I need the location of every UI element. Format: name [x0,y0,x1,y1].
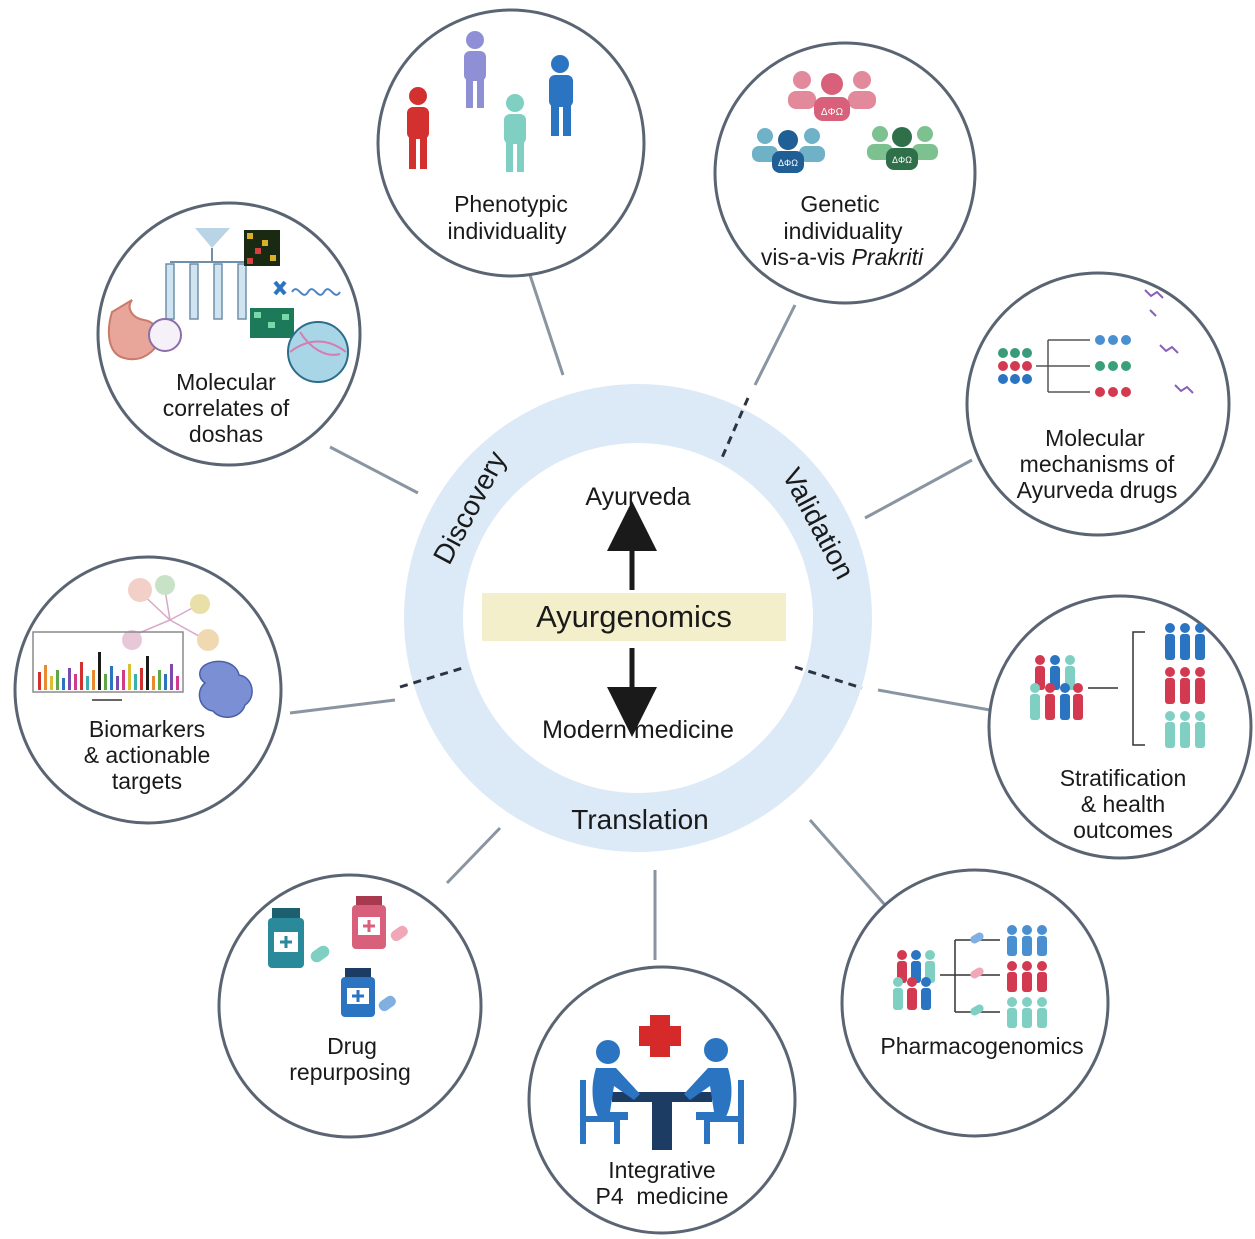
connector-phenotypic [528,274,565,376]
center-title-highlight [482,593,786,641]
connector-genetic [753,304,797,386]
label-stratification-1: Stratification [1060,765,1187,791]
stratified-groups-icon [1030,623,1205,748]
connector-lines [289,274,991,960]
label-genetic-3: vis-a-vis Prakriti [761,244,924,270]
label-phenotypic-1: Phenotypic [454,191,568,217]
label-integrative-1: Integrative [608,1157,715,1183]
connector-pharmacogenomics [808,819,887,906]
connector-drug-repurposing [445,826,502,885]
label-biomarkers-1: Biomarkers [89,716,205,742]
satellite-genetic-individuality: ΔΦΩ ΔΦΩ ΔΦΩ Genetic individuality [713,41,977,305]
label-drug-repurposing-2: repurposing [289,1059,410,1085]
manhattan-plot-icon [32,575,253,718]
label-integrative-2: P4 medicine [596,1183,729,1209]
consultation-icon [580,1015,744,1150]
label-molecular-correlates-1: Molecular [176,369,276,395]
center-content: Ayurveda Ayurgenomics Modern medicine [482,483,786,744]
connector-molecular-correlates [329,445,419,495]
genome-badge-pink: ΔΦΩ [821,107,844,118]
genome-badge-green: ΔΦΩ [892,155,912,165]
satellite-pharmacogenomics: Pharmacogenomics [840,868,1110,1138]
connector-stratification [877,688,991,712]
satellite-drug-repurposing: Drug repurposing [217,873,483,1139]
drug-response-groups-icon [893,925,1047,1028]
connector-molecular-mechanisms [864,458,973,520]
label-drug-repurposing-1: Drug [327,1033,377,1059]
cell-response-icon [998,289,1194,397]
label-stratification-3: outcomes [1073,817,1173,843]
satellite-stratification: Stratification & health outcomes [987,594,1253,860]
satellite-molecular-mechanisms: Molecular mechanisms of Ayurveda drugs [965,271,1231,537]
label-genetic-3-plain: vis-a-vis [761,244,852,270]
label-molecular-correlates-3: doshas [189,421,263,447]
label-biomarkers-3: targets [112,768,182,794]
label-genetic-3-italic: Prakriti [852,244,924,270]
label-genetic-1: Genetic [800,191,879,217]
label-pharmacogenomics: Pharmacogenomics [880,1033,1083,1059]
label-molecular-mechanisms-1: Molecular [1045,425,1145,451]
people-icon [407,31,573,172]
connector-biomarkers [289,698,396,715]
label-biomarkers-2: & actionable [84,742,211,768]
center-label-ayurveda: Ayurveda [585,483,690,511]
ring-divider-left [399,665,467,689]
label-stratification-2: & health [1081,791,1165,817]
omics-collage-icon [107,228,349,383]
center-title: Ayurgenomics [536,599,732,634]
label-molecular-mechanisms-3: Ayurveda drugs [1017,477,1178,503]
label-genetic-2: individuality [784,218,903,244]
satellite-phenotypic-individuality: Phenotypic individuality [376,8,646,278]
satellite-molecular-correlates: Molecular correlates of doshas [96,201,362,467]
ring-divider-top-right [719,397,750,461]
center-label-modern-medicine: Modern medicine [542,716,734,744]
label-molecular-correlates-2: correlates of [163,395,290,421]
satellite-integrative-p4: Integrative P4 medicine [527,965,797,1235]
manhattan-bars [38,652,179,690]
medicine-bottles-icon [268,896,408,1017]
genome-badge-blue: ΔΦΩ [778,158,798,168]
label-molecular-mechanisms-2: mechanisms of [1020,451,1175,477]
label-phenotypic-2: individuality [448,218,567,244]
satellite-biomarkers: Biomarkers & actionable targets [13,555,283,825]
population-groups-icon: ΔΦΩ ΔΦΩ ΔΦΩ [752,71,938,173]
ring-divider-right [794,665,863,690]
ring-label-translation: Translation [571,804,708,835]
